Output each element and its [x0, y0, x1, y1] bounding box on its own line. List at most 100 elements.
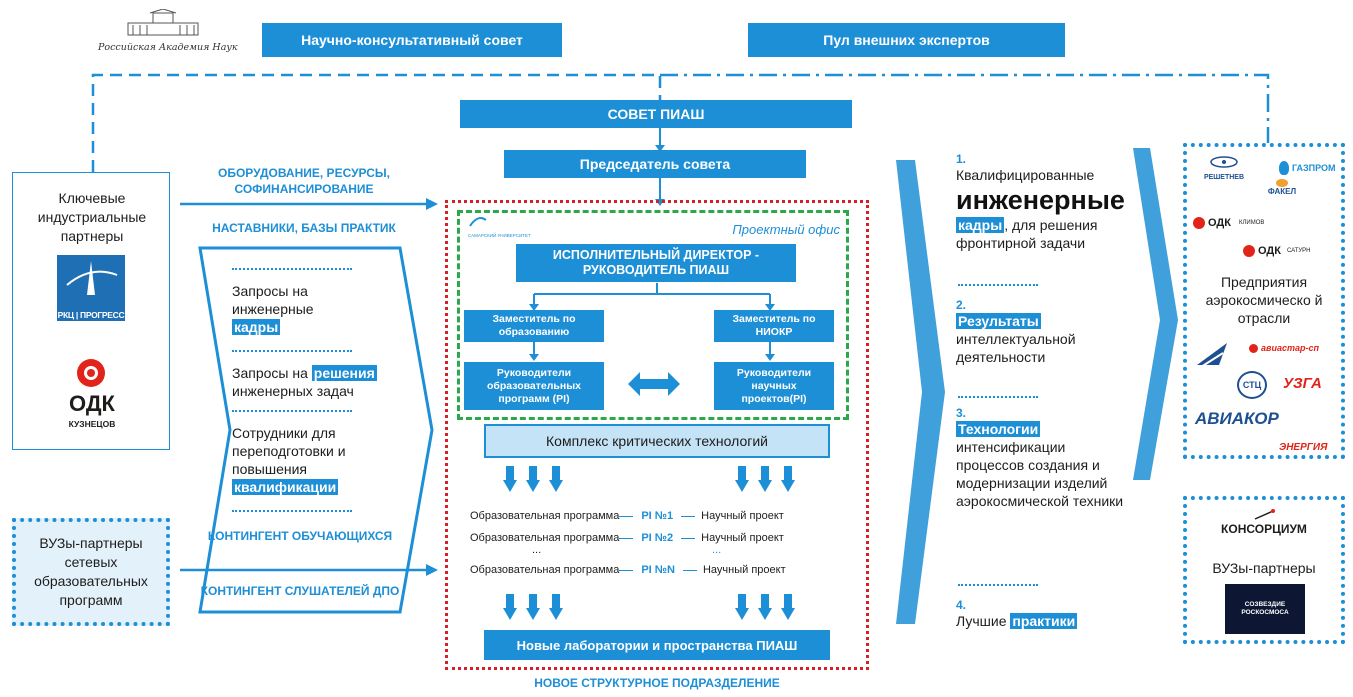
director-box: ИСПОЛНИТЕЛЬНЫЙ ДИРЕКТОР - РУКОВОДИТЕЛЬ П… [516, 244, 796, 282]
request-engineers: Запросы на инженерные кадры [232, 282, 362, 336]
odk-kuznetsov-text: КУЗНЕЦОВ [68, 419, 116, 429]
odk-saturn-text: ОДК [1258, 245, 1281, 257]
request-retraining-text: Сотрудники для переподготовки и повышени… [232, 425, 346, 477]
university-logo-caption: САМАРСКИЙ УНИВЕРСИТЕТ [468, 233, 531, 238]
gazprom-text: ГАЗПРОМ [1292, 163, 1336, 173]
equipment-label: ОБОРУДОВАНИЕ, РЕСУРСЫ, СОФИНАНСИРОВАНИЕ [217, 166, 390, 196]
outcome-4-number: 4. [956, 598, 967, 612]
mig-logo [1193, 335, 1233, 375]
pi-row: Образовательная программа PI №1 Научный … [470, 510, 784, 522]
outcome-3-post: интенсификации процессов создания и моде… [956, 439, 1124, 509]
outcome-1-line: Квалифицированные [956, 167, 1095, 183]
request-engineers-text: Запросы на инженерные [232, 283, 314, 317]
down-arrow-icon [758, 594, 772, 620]
rkc-logo-text: РКЦ | ПРОГРЕСС [57, 310, 125, 320]
request-retraining: Сотрудники для переподготовки и повышени… [232, 424, 362, 496]
saturn-text: САТУРН [1286, 248, 1311, 254]
aircraft-icon [1197, 343, 1227, 368]
new-unit-frame [445, 200, 869, 670]
expert-pool-box: Пул внешних экспертов [748, 23, 1065, 57]
outcome-1: 1. Квалифицированные инженерные кадры, д… [956, 152, 1126, 252]
rkc-progress-logo: РКЦ | ПРОГРЕСС [57, 255, 125, 321]
space-logo-text: СОЗВЕЗДИЕ РОСКОСМОСА [1241, 601, 1289, 616]
critical-tech-box: Комплекс критических технологий [484, 424, 830, 458]
consortium-box: КОНСОРЦИУМ ВУЗы-партнеры СОЗВЕЗДИЕ РОСКО… [1183, 496, 1345, 644]
deputy-rnd-box: Заместитель по НИОКР [714, 310, 834, 342]
fakel-logo: ФАКЕЛ [1257, 179, 1307, 196]
request-solutions-text: Запросы на [232, 365, 308, 381]
satellite-icon [1210, 156, 1238, 168]
chairman-box: Председатель совета [504, 150, 806, 178]
flame-icon [1279, 161, 1289, 175]
down-arrow-icon [503, 466, 517, 492]
academy-logo: Российская Академия Наук [98, 8, 248, 53]
uzga-text: УЗГА [1283, 375, 1322, 392]
aviakor-logo: АВИАКОР [1195, 409, 1279, 429]
industrial-partners-box: Ключевые индустриальные партнеры РКЦ | П… [12, 172, 170, 450]
outcome-3: 3. Технологии интенсификации процессов с… [956, 406, 1126, 510]
consortium-logo-text: КОНСОРЦИУМ [1221, 522, 1307, 536]
pi-row-program: Образовательная программа [470, 564, 620, 576]
down-arrow-icon [781, 594, 795, 620]
outcome-2-post: интеллектуальной деятельности [956, 331, 1076, 365]
outcome-4: 4. Лучшие практики [956, 598, 1126, 630]
fakel-text: ФАКЕЛ [1267, 187, 1297, 196]
odk-emblem-icon [1193, 217, 1205, 229]
enterprises-title: Предприятия аэрокосмическо й отрасли [1205, 274, 1323, 326]
fakel-emblem-icon [1276, 179, 1288, 187]
down-arrow-icon [526, 466, 540, 492]
stc-logo: СТЦ [1237, 371, 1267, 399]
advisory-council-box: Научно-консультативный совет [262, 23, 562, 57]
odk-saturn-logo: ОДК САТУРН [1243, 245, 1311, 257]
heads-science-box: Руководители научных проектов(PI) [714, 362, 834, 410]
pi-row-project: Научный проект [701, 532, 784, 544]
pi-ellipsis-mid: ... [712, 544, 722, 556]
divider [232, 410, 352, 412]
divider [232, 350, 352, 352]
pi-row-project: Научный проект [702, 564, 786, 576]
uzga-logo: УЗГА [1283, 375, 1322, 393]
outcome-1-post: , для решения фронтирной задачи [956, 217, 1098, 251]
outcome-3-highlight: Технологии [956, 421, 1041, 437]
new-labs-box: Новые лаборатории и пространства ПИАШ [484, 630, 830, 660]
divider [232, 268, 352, 270]
project-office-frame [457, 210, 849, 420]
heads-education-box: Руководители образовательных программ (P… [464, 362, 604, 410]
outcome-1-highlight: кадры [956, 217, 1005, 233]
down-arrow-icon [503, 594, 517, 620]
divider [958, 584, 1038, 586]
rocket-icon [1253, 508, 1277, 520]
down-arrow-icon [781, 466, 795, 492]
down-arrow-icon [735, 594, 749, 620]
gazprom-logo: ГАЗПРОМ [1279, 157, 1345, 179]
university-logo: САМАРСКИЙ УНИВЕРСИТЕТ [468, 214, 531, 238]
deputy-education-box: Заместитель по образованию [464, 310, 604, 342]
down-arrow-icon [526, 594, 540, 620]
council-box: СОВЕТ ПИАШ [460, 100, 852, 128]
outcome-1-number: 1. [956, 152, 967, 166]
reshetnev-text: РЕШЕТНЕВ [1203, 174, 1245, 181]
listeners-label: КОНТИНГЕНТ СЛУШАТЕЛЕЙ ДПО [200, 584, 400, 598]
down-arrow-icon [735, 466, 749, 492]
mentors-label: НАСТАВНИКИ, БАЗЫ ПРАКТИК [212, 221, 396, 235]
university-emblem-icon [469, 217, 487, 227]
outcome-4-highlight: практики [1010, 613, 1078, 629]
odk-emblem-icon [1243, 245, 1255, 257]
pi-row-program: Образовательная программа [470, 510, 620, 522]
klimov-text: КЛИМОВ [1238, 220, 1265, 226]
energia-logo: ЭНЕРГИЯ [1279, 437, 1327, 455]
universities-box: ВУЗы-партнеры сетевых образовательных пр… [12, 518, 170, 626]
request-retraining-highlight: квалификации [232, 479, 339, 495]
academy-building-icon [127, 8, 199, 36]
stc-text: СТЦ [1242, 380, 1262, 390]
space-constellation-logo: СОЗВЕЗДИЕ РОСКОСМОСА [1225, 584, 1305, 634]
energia-text: ЭНЕРГИЯ [1279, 442, 1328, 453]
odk-klimov-text: ОДК [1208, 217, 1231, 229]
outcome-1-big: инженерные [956, 185, 1125, 215]
pi-ellipsis-left: ... [532, 544, 542, 556]
aviastar-text: авиастар-сп [1261, 343, 1319, 353]
reshetnev-logo: РЕШЕТНЕВ [1195, 155, 1253, 187]
academy-caption: Российская Академия Наук [98, 42, 238, 53]
pi-list: Образовательная программа PI №1 Научный … [462, 506, 866, 586]
